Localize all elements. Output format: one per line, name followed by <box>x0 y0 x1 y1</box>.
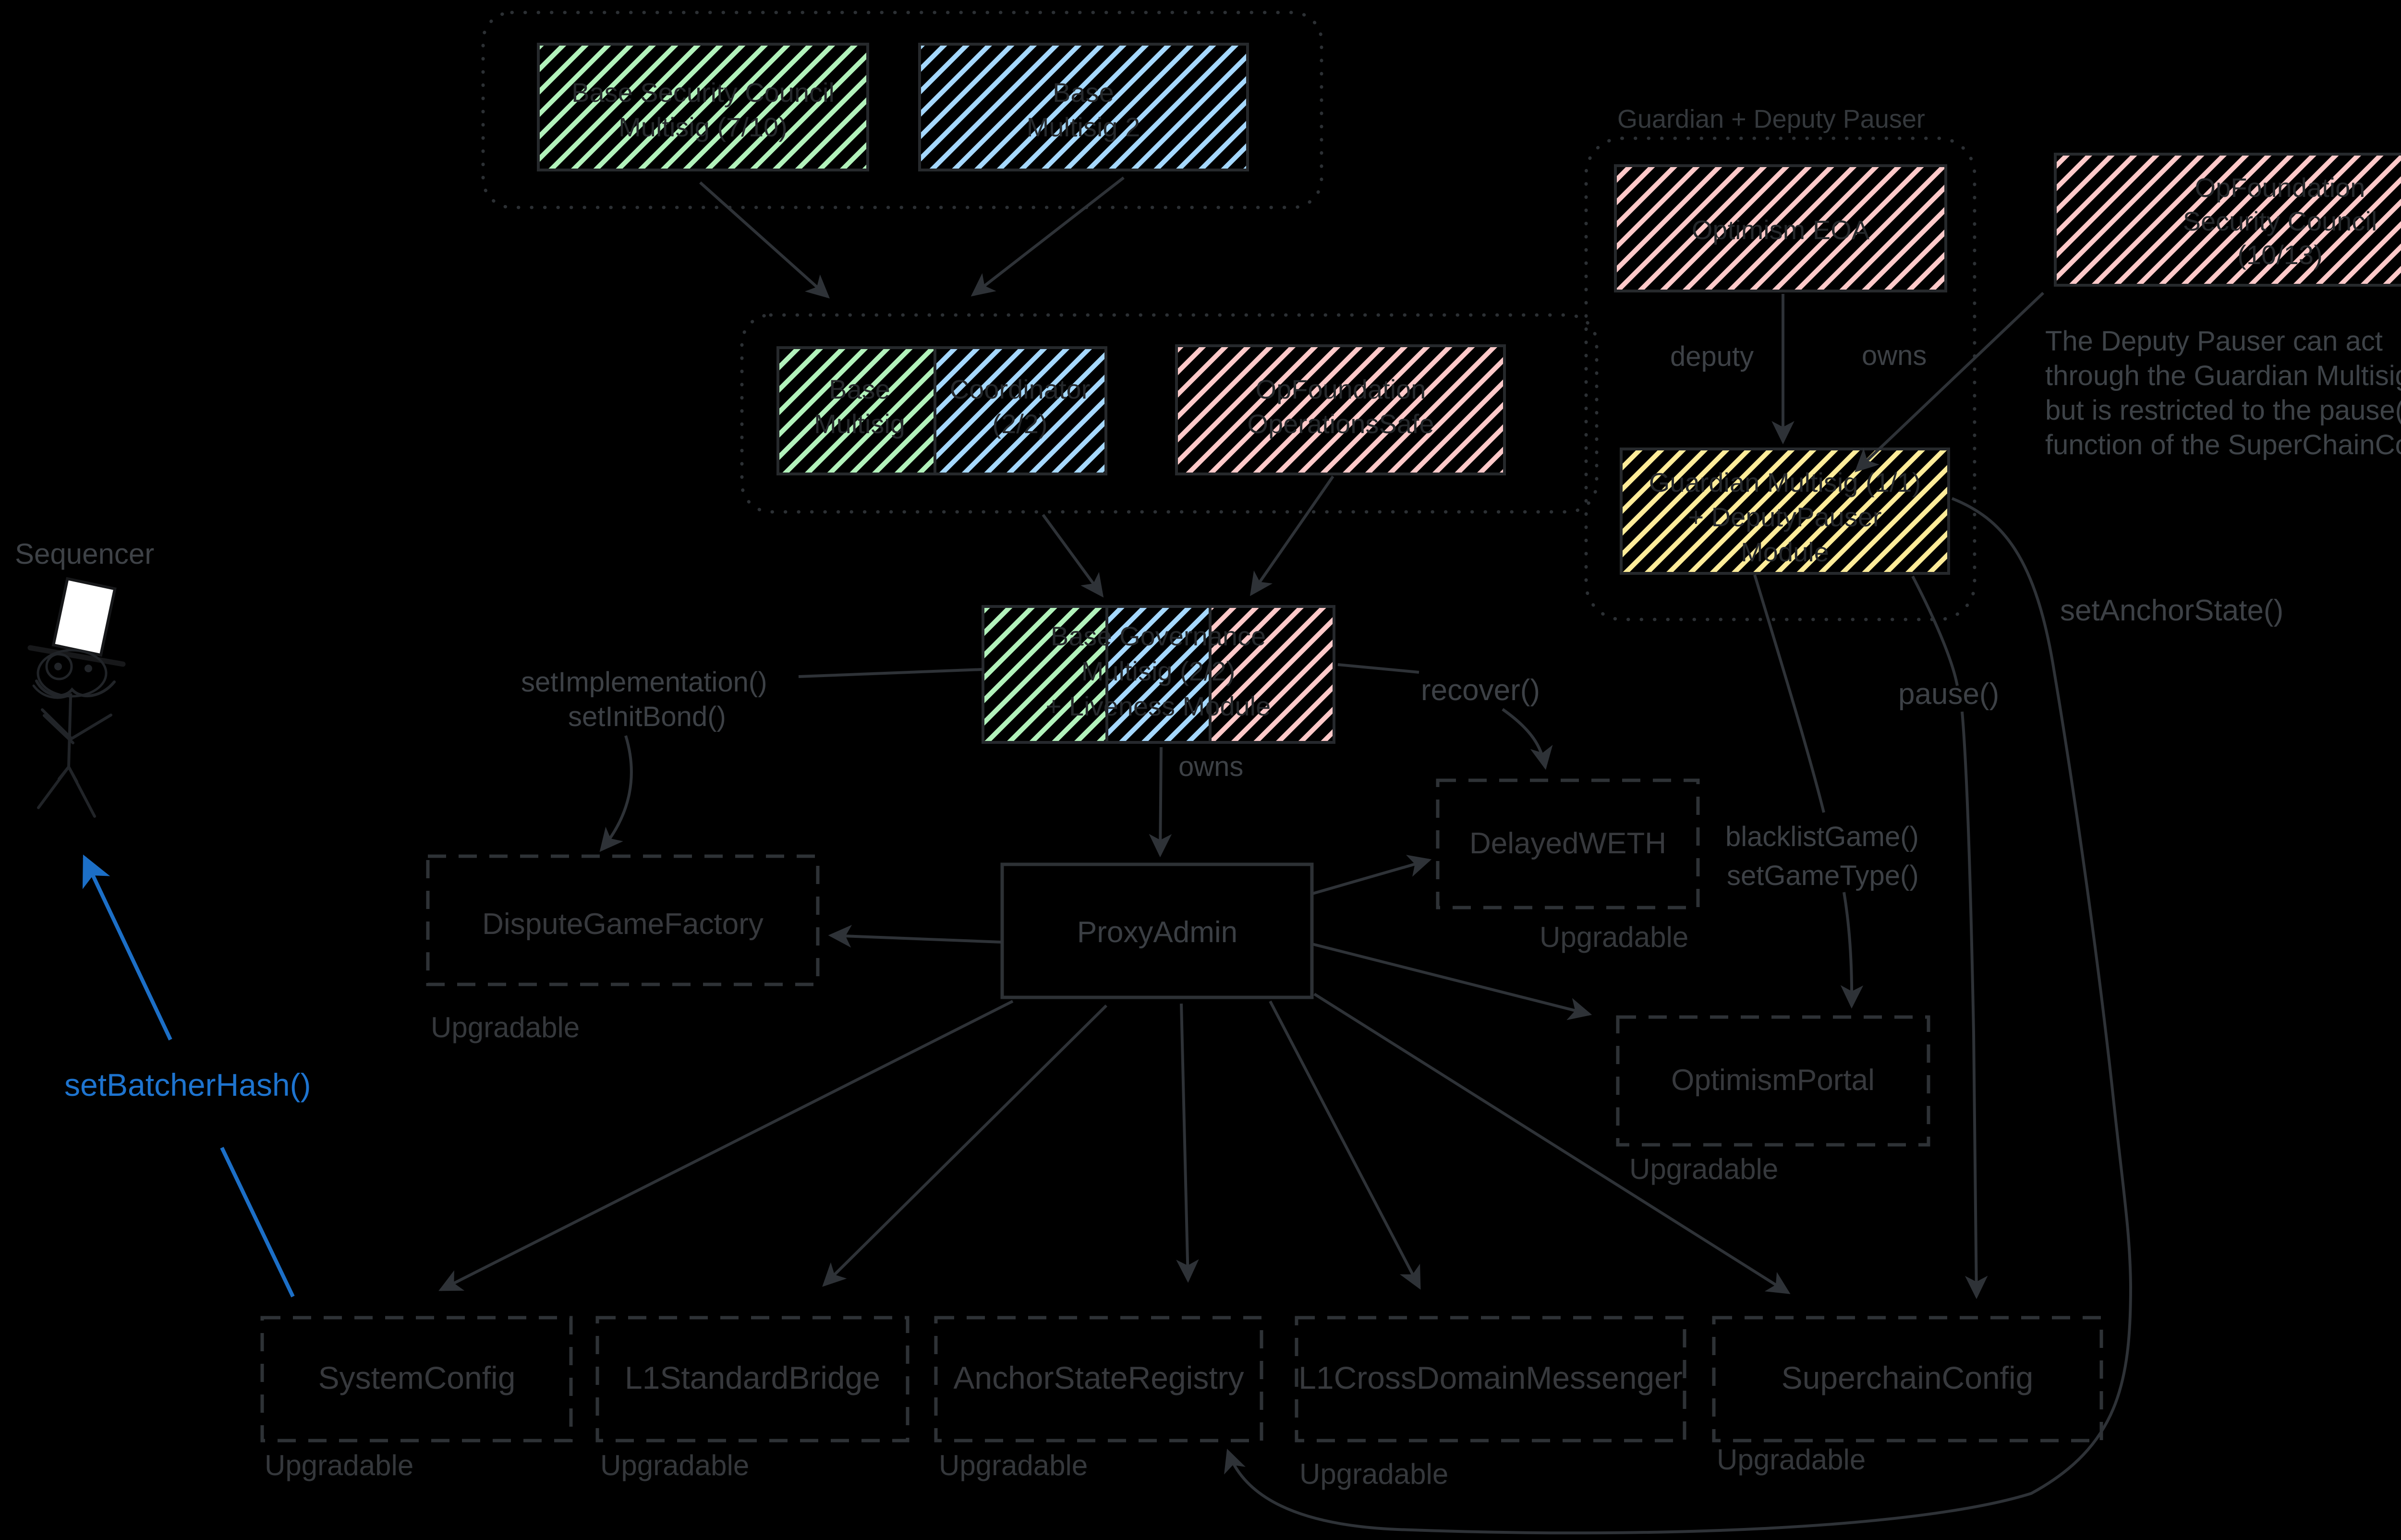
svg-text:owns: owns <box>1178 751 1243 782</box>
svg-text:Base Security Council: Base Security Council <box>571 77 835 108</box>
svg-text:owns: owns <box>1862 340 1927 371</box>
svg-text:deputy: deputy <box>1670 341 1754 372</box>
svg-text:recover(): recover() <box>1421 674 1540 707</box>
svg-text:Module: Module <box>1741 537 1829 567</box>
svg-text:Multisig (2/2): Multisig (2/2) <box>1081 656 1236 686</box>
svg-text:but is restricted to the pause: but is restricted to the pause() <box>2045 395 2401 426</box>
svg-text:Upgradable: Upgradable <box>1629 1153 1778 1185</box>
svg-text:setInitBond(): setInitBond() <box>568 701 726 732</box>
svg-text:Base Governance: Base Governance <box>1051 621 1266 651</box>
svg-text:AnchorStateRegistry: AnchorStateRegistry <box>953 1360 1244 1395</box>
svg-text:Upgradable: Upgradable <box>1540 921 1688 953</box>
svg-text:OpFoundation: OpFoundation <box>2195 172 2365 203</box>
svg-text:Guardian + Deputy Pauser: Guardian + Deputy Pauser <box>1617 105 1925 133</box>
svg-text:blacklistGame(): blacklistGame() <box>1725 821 1919 852</box>
svg-text:Optimism EOA: Optimism EOA <box>1692 215 1870 245</box>
svg-text:DisputeGameFactory: DisputeGameFactory <box>482 908 764 941</box>
svg-text:The Deputy Pauser can act: The Deputy Pauser can act <box>2045 326 2383 357</box>
svg-text:SuperchainConfig: SuperchainConfig <box>1782 1360 2034 1395</box>
svg-text:(10/13): (10/13) <box>2237 240 2322 270</box>
svg-text:Upgradable: Upgradable <box>1299 1458 1448 1490</box>
svg-text:Sequencer: Sequencer <box>15 538 154 570</box>
svg-text:Guardian Multisig (1/1): Guardian Multisig (1/1) <box>1649 467 1921 497</box>
svg-text:OptimismPortal: OptimismPortal <box>1671 1064 1875 1097</box>
svg-text:setGameType(): setGameType() <box>1727 860 1919 891</box>
svg-text:Upgradable: Upgradable <box>265 1449 413 1481</box>
svg-text:setBatcherHash(): setBatcherHash() <box>64 1067 311 1103</box>
svg-text:setImplementation(): setImplementation() <box>521 667 767 698</box>
svg-text:+ Liveness Module: + Liveness Module <box>1046 691 1271 721</box>
svg-text:ProxyAdmin: ProxyAdmin <box>1077 916 1237 949</box>
svg-text:Base: Base <box>829 374 890 404</box>
svg-text:OpFoundation: OpFoundation <box>1256 374 1426 404</box>
svg-text:SystemConfig: SystemConfig <box>318 1360 516 1395</box>
svg-text:function of the SuperChainConf: function of the SuperChainConfig <box>2045 429 2401 461</box>
svg-text:OperationsSafe: OperationsSafe <box>1247 409 1434 439</box>
svg-text:Upgradable: Upgradable <box>600 1449 749 1481</box>
svg-text:(2/2): (2/2) <box>992 409 1047 439</box>
svg-text:Upgradable: Upgradable <box>431 1011 580 1043</box>
svg-text:Base: Base <box>1053 77 1114 108</box>
svg-text:setAnchorState(): setAnchorState() <box>2060 594 2283 627</box>
svg-text:Upgradable: Upgradable <box>1717 1443 1866 1476</box>
svg-text:Upgradable: Upgradable <box>939 1449 1088 1481</box>
svg-text:L1StandardBridge: L1StandardBridge <box>625 1360 880 1395</box>
svg-text:Security Council: Security Council <box>2183 206 2377 236</box>
svg-text:pause(): pause() <box>1898 678 1999 711</box>
svg-text:Coordinator: Coordinator <box>950 374 1091 404</box>
svg-text:Multisig (7/10): Multisig (7/10) <box>618 112 788 142</box>
svg-text:Multisig: Multisig <box>814 409 905 439</box>
svg-text:L1CrossDomainMessenger: L1CrossDomainMessenger <box>1298 1360 1683 1395</box>
svg-text:through the Guardian Multisig,: through the Guardian Multisig, <box>2045 360 2401 391</box>
svg-text:Multisig 2: Multisig 2 <box>1027 112 1140 142</box>
svg-text:DelayedWETH: DelayedWETH <box>1469 827 1666 860</box>
svg-text:+ DeputyPauser: + DeputyPauser <box>1688 502 1881 532</box>
